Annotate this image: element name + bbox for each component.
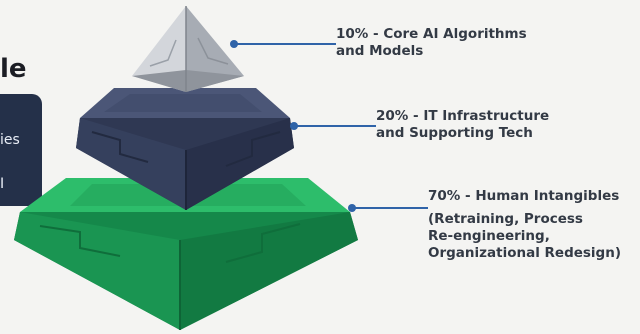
tier-bottom-title-line1: 70% - Human Intangibles <box>428 188 620 204</box>
leader-line-bottom <box>348 204 428 212</box>
left-card-text-top: ies <box>0 132 20 148</box>
left-info-card <box>0 94 42 206</box>
tier-bottom-detail-line2: Re-engineering, <box>428 228 550 244</box>
pyramid-tier-middle <box>76 88 294 210</box>
tier-middle-title-line1: 20% - IT Infrastructure <box>376 108 550 124</box>
left-title-fragment: le <box>0 54 27 84</box>
tier-label-middle: 20% - IT Infrastructure and Supporting T… <box>376 108 549 142</box>
tier-bottom-detail-line3: Organizational Redesign) <box>428 245 621 261</box>
leader-line-middle <box>290 122 376 130</box>
leader-line-top <box>230 40 336 48</box>
tier-bottom-detail-line1: (Retraining, Process <box>428 211 583 227</box>
tier-label-bottom: 70% - Human Intangibles (Retraining, Pro… <box>428 188 621 262</box>
tier-top-title-line2: and Models <box>336 43 424 59</box>
pyramid-tier-top <box>132 6 244 92</box>
tier-middle-title-line2: and Supporting Tech <box>376 125 533 141</box>
tier-top-title-line1: 10% - Core AI Algorithms <box>336 26 527 42</box>
left-card-text-bottom: I <box>0 176 5 192</box>
pyramid-tier-bottom <box>14 178 358 330</box>
tier-label-top: 10% - Core AI Algorithms and Models <box>336 26 527 60</box>
